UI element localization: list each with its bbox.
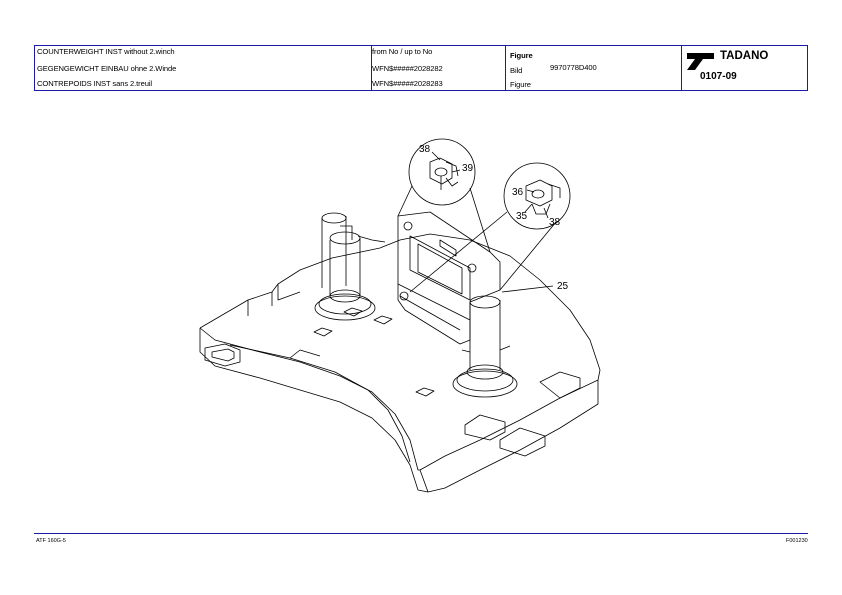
title-block-divider [681,46,682,90]
figure-label-fr: Figure [510,80,531,89]
range-to: WFN$#####2028283 [372,79,443,88]
tadano-logo-icon [687,53,714,70]
footer-divider [34,533,808,534]
title-block-divider [371,46,372,90]
callout-25: 25 [557,281,569,292]
callout-39: 39 [462,163,474,174]
title-block [34,45,808,91]
right-cylinder [469,300,501,370]
title-german: GEGENGEWICHT EINBAU ohne 2.Winde [37,64,177,73]
callout-36: 36 [512,187,524,198]
range-label: from No / up to No [372,47,433,56]
title-english: COUNTERWEIGHT INST without 2.winch [37,47,175,56]
left-cylinder [321,216,347,288]
brand-name: TADANO [720,50,769,62]
callout-35: 35 [516,211,528,222]
callout-38: 38 [419,144,431,155]
range-from: WFN$#####2028282 [372,64,443,73]
title-french: CONTREPOIDS INST sans 2.treuil [37,79,153,88]
detail-circle-left [408,138,476,206]
footer-code: F001230 [786,538,808,544]
counterweight-outline [199,233,601,471]
figure-label-en: Figure [510,51,533,60]
title-block-divider [505,46,506,90]
figure-number: 0107-09 [700,71,737,82]
callout-38b: 38 [549,217,561,228]
footer-model: ATF 160G-5 [36,538,66,544]
detail-circle-right [503,162,571,230]
figure-label-de: Bild [510,66,523,75]
part-number: 9970778D400 [550,63,597,72]
